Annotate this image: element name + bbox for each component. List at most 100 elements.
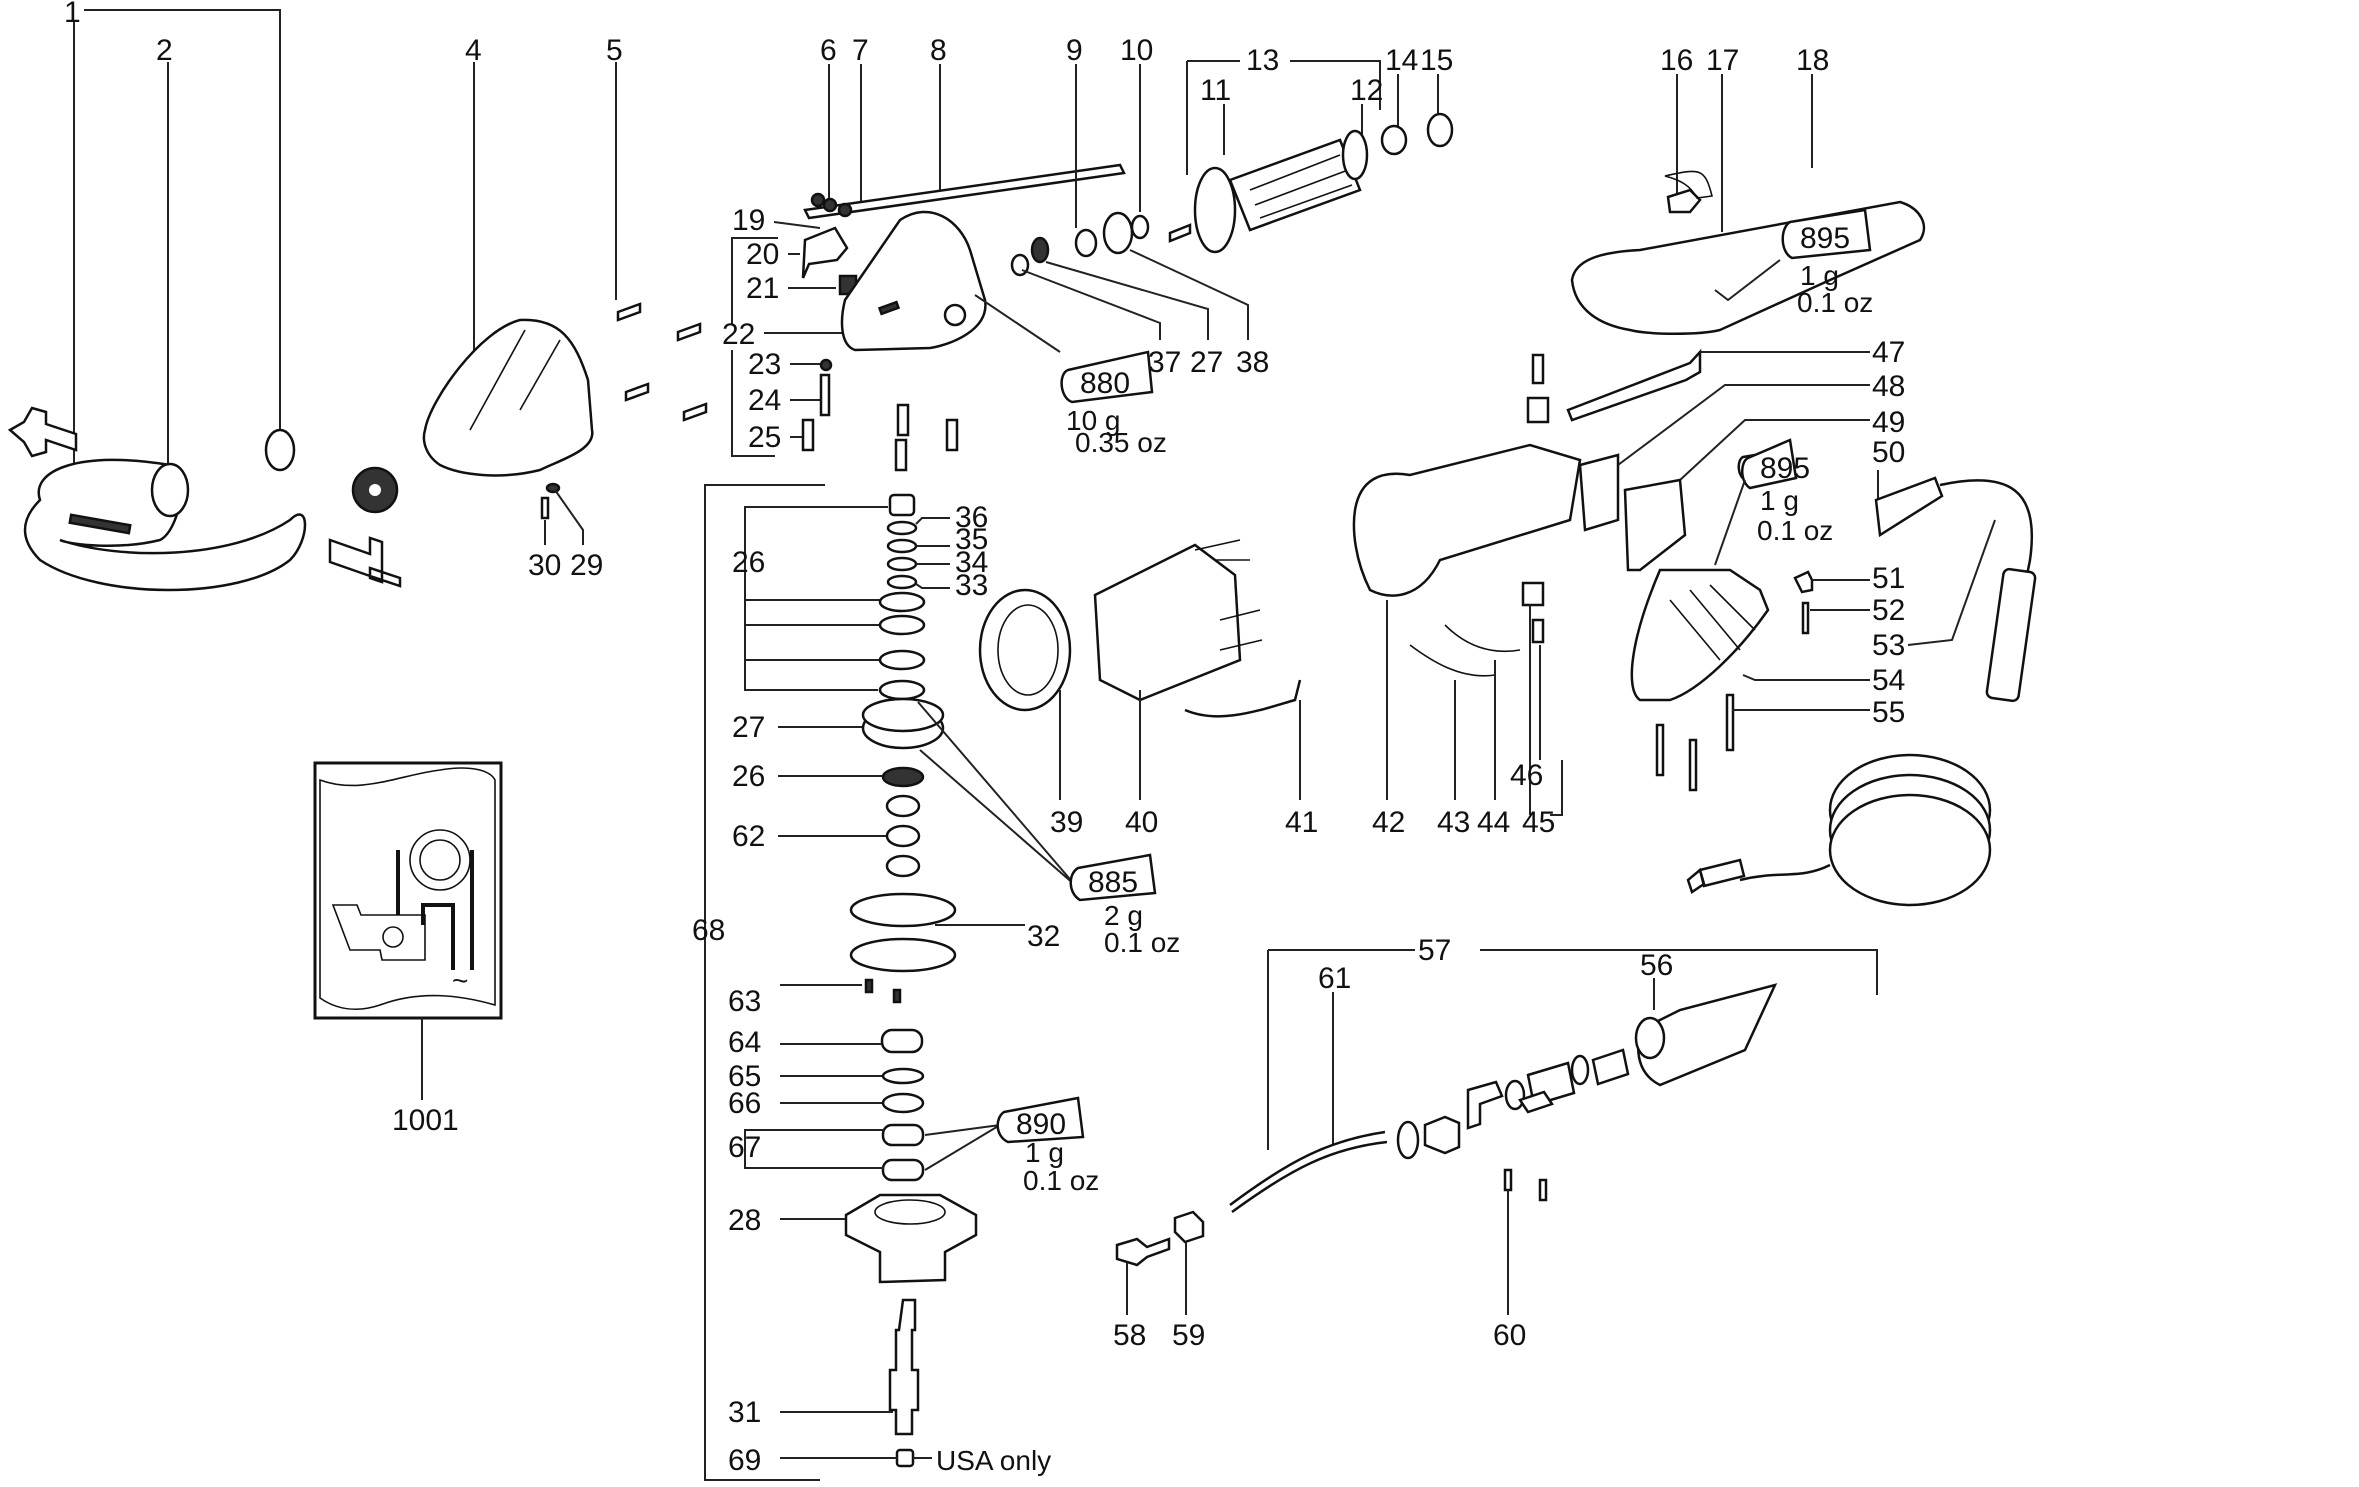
armature — [1168, 129, 1369, 254]
svg-text:890: 890 — [1016, 1108, 1066, 1141]
wire-41 — [1184, 679, 1302, 718]
screw-63 — [864, 978, 874, 994]
screw-60 — [1503, 1168, 1513, 1192]
label-9: 9 — [1066, 34, 1083, 67]
gear-housing-22 — [840, 210, 987, 352]
nut-59 — [1173, 1210, 1205, 1244]
label-12: 12 — [1350, 74, 1383, 107]
lock-slider-16 — [1666, 188, 1702, 214]
screw-55 — [1725, 693, 1735, 752]
label-plate-18 — [1664, 170, 1713, 199]
label-41: 41 — [1285, 806, 1318, 839]
hose-ring — [1396, 1120, 1420, 1160]
washer-66 — [881, 1092, 925, 1114]
switch-48 — [1578, 453, 1620, 532]
ring-65 — [881, 1067, 925, 1085]
switch-group: 47 48 49 895 1 g 0.1 oz — [1526, 336, 1905, 572]
bearing-cap-15 — [1426, 112, 1454, 148]
label-35: 35 — [955, 523, 988, 556]
screw — [676, 322, 702, 342]
fitting-58 — [1115, 1237, 1171, 1267]
label-40: 40 — [1125, 806, 1158, 839]
grease-895-mid-oz: 0.1 oz — [1757, 515, 1833, 546]
handle-stud-right — [328, 536, 402, 588]
grease-880-grams: 10 g — [1066, 405, 1121, 436]
label-39: 39 — [1050, 806, 1083, 839]
label-43: 43 — [1437, 806, 1470, 839]
label-8: 8 — [930, 34, 947, 67]
ac-symbol: ~ — [452, 965, 468, 996]
label-45: 45 — [1522, 806, 1555, 839]
screw — [682, 402, 708, 422]
label-2: 2 — [156, 34, 173, 67]
carbon-brush-46 — [1531, 618, 1545, 644]
grease-890-oz: 0.1 oz — [1023, 1165, 1099, 1196]
grease-895-top-grams: 1 g — [1800, 260, 1839, 291]
plug — [1686, 858, 1746, 894]
bearing-flange-28 — [844, 1193, 978, 1284]
label-26b: 26 — [732, 760, 765, 793]
label-42: 42 — [1372, 806, 1405, 839]
handle-nut — [264, 428, 296, 472]
labels-43-44 — [1409, 624, 1521, 677]
washer-10 — [1130, 214, 1150, 240]
label-21: 21 — [746, 272, 779, 305]
label-6: 6 — [820, 34, 837, 67]
screws-5: 5 30 29 — [528, 34, 708, 582]
hose-nipple — [1423, 1115, 1461, 1155]
label-25: 25 — [748, 421, 781, 454]
label-63: 63 — [728, 985, 761, 1018]
nut-69 — [895, 1448, 915, 1468]
fan-baffle-39 — [978, 588, 1072, 712]
label-50: 50 — [1872, 436, 1905, 469]
label-58: 58 — [1113, 1319, 1146, 1352]
switch-rod-47 — [1566, 348, 1702, 422]
lock-button-20 — [801, 226, 849, 279]
label-53: 53 — [1872, 629, 1905, 662]
bearing-38 — [1102, 211, 1134, 255]
label-24: 24 — [748, 384, 781, 417]
grease-tube-885: 885 — [1069, 853, 1157, 902]
grease-tube-895-top: 895 — [1781, 208, 1872, 260]
spindle-31 — [888, 1298, 920, 1436]
gasket-32 — [849, 892, 957, 928]
label-1001: 1001 — [392, 1104, 459, 1137]
label-47: 47 — [1872, 336, 1905, 369]
label-27: 27 — [1190, 346, 1223, 379]
label-31: 31 — [728, 1396, 761, 1429]
grease-885-oz: 0.1 oz — [1104, 927, 1180, 958]
label-1: 1 — [64, 0, 81, 29]
screw-25 — [801, 418, 815, 452]
label-67: 67 — [728, 1131, 761, 1164]
grease-895-mid-grams: 1 g — [1760, 485, 1799, 516]
gear-pinion-27 — [1030, 236, 1050, 264]
label-49: 49 — [1872, 406, 1905, 439]
label-59: 59 — [1172, 1319, 1205, 1352]
label-14: 14 — [1385, 44, 1418, 77]
pin-24 — [819, 373, 831, 417]
label-55: 55 — [1872, 696, 1905, 729]
label-27b: 27 — [732, 711, 765, 744]
top-cover-group: 16 17 18 895 1 g 0.1 oz — [1570, 44, 1926, 335]
label-48: 48 — [1872, 370, 1905, 403]
spindle-stack: 68 26 36 35 34 33 27 26 62 885 — [692, 484, 1180, 1481]
armature-group: 9 10 37 27 38 13 11 12 14 15 — [1010, 34, 1454, 379]
label-62: 62 — [732, 820, 765, 853]
bearing-14 — [1380, 124, 1408, 156]
label-19: 19 — [732, 204, 765, 237]
wiring-diagram-1001: ~ 1001 — [313, 761, 503, 1137]
brush-holder-45 — [1521, 581, 1545, 607]
label-23: 23 — [748, 348, 781, 381]
label-52: 52 — [1872, 594, 1905, 627]
grease-tube-880: 880 — [1060, 350, 1154, 404]
label-22: 22 — [722, 318, 755, 351]
label-7: 7 — [852, 34, 869, 67]
screw — [616, 302, 642, 322]
handle-stud-left — [7, 406, 78, 458]
handle-grip-ribs — [68, 513, 132, 535]
shaft-rod-8 — [803, 163, 1126, 220]
label-56: 56 — [1640, 949, 1673, 982]
washer-29 — [545, 482, 561, 494]
label-29: 29 — [570, 549, 603, 582]
svg-text:895: 895 — [1760, 452, 1810, 485]
